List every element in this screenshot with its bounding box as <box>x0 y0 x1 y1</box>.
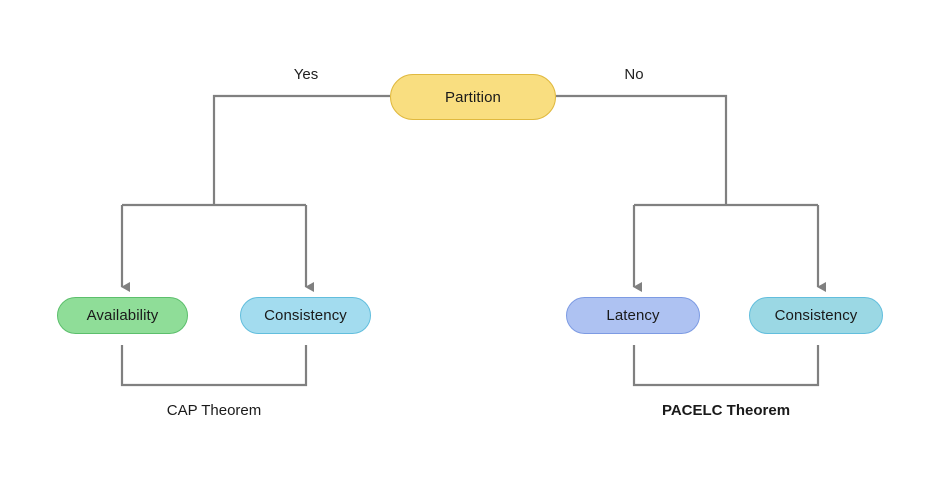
node-consistency-pacelc[interactable]: Consistency <box>749 297 883 334</box>
node-consistency-cap[interactable]: Consistency <box>240 297 371 334</box>
node-availability[interactable]: Availability <box>57 297 188 334</box>
edge-label-yes: Yes <box>293 66 319 83</box>
edge-partition-no <box>556 94 728 205</box>
node-latency-label: Latency <box>606 307 660 324</box>
bracket-cap <box>120 345 308 387</box>
node-latency[interactable]: Latency <box>566 297 700 334</box>
group-label-cap-theorem: CAP Theorem <box>166 402 262 419</box>
node-consistency-pacelc-label: Consistency <box>774 307 858 324</box>
node-consistency-cap-label: Consistency <box>264 307 347 324</box>
node-partition-label: Partition <box>445 88 501 106</box>
bracket-pacelc <box>632 345 820 387</box>
node-partition[interactable]: Partition <box>390 74 556 120</box>
edge-label-no: No <box>624 66 644 83</box>
group-label-pacelc-theorem: PACELC Theorem <box>661 402 791 419</box>
node-availability-label: Availability <box>86 307 159 324</box>
edge-partition-yes <box>212 94 390 205</box>
